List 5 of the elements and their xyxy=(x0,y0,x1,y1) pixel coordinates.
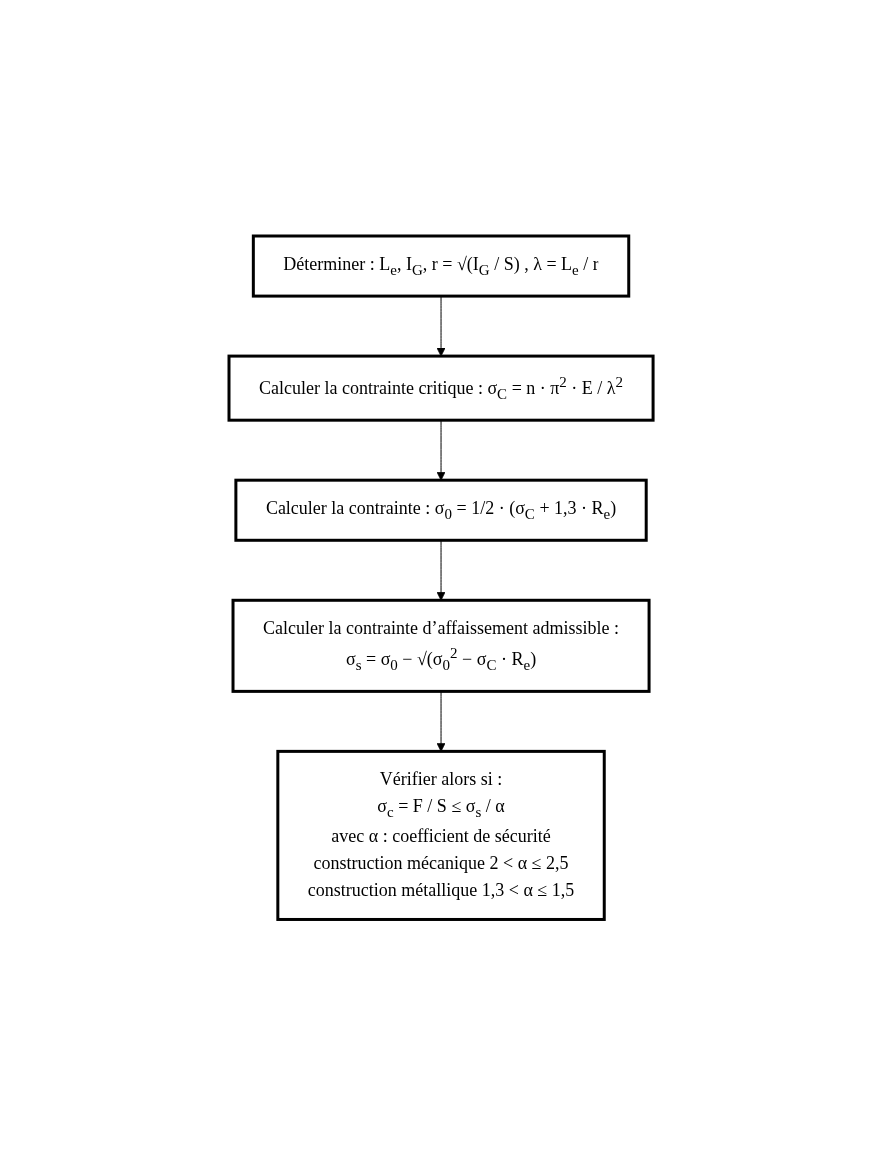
node-box: Vérifier alors si : σ$_{c}$ = F / S ≤ σ$_{s}$ / α avec α : coefficient de sécurité construction mécanique 2 < α ≤ 2,5 construction métallique 1,3 < α ≤ 1,5 xyxy=(276,749,607,921)
node-box: Calculer la contrainte d’affaissement admissible : σ$_{s}$ = σ$_{0}$ − √(σ$_{0}$$^{2}$ − σ$_{C}$ · R$_{e}$) xyxy=(231,598,651,693)
node-box: Déterminer : L$_{e}$, I$_{G}$, r = √(I$_{G}$ / S) , λ = L$_{e}$ / r xyxy=(252,234,631,298)
node-box: Calculer la contrainte : σ$_{0}$ = 1/2 · (σ$_{C}$ + 1,3 · R$_{e}$) xyxy=(234,478,649,542)
node-box: Calculer la contrainte critique : σ$_{C}$ = n · π$^{2}$ · E / λ$^{2}$ xyxy=(227,354,656,422)
